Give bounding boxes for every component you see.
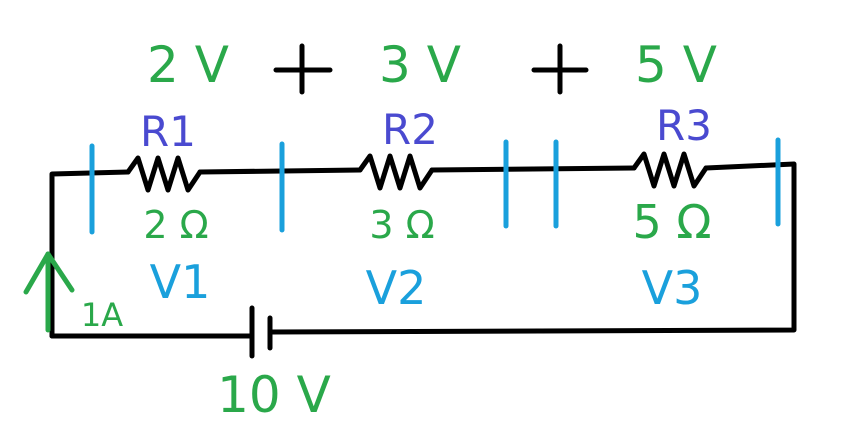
voltage-label-v2: V2 bbox=[366, 261, 427, 315]
equation-term-3: 5 V bbox=[635, 36, 717, 94]
resistor-r3-name: R3 bbox=[656, 101, 712, 150]
resistor-r1-value: 2 Ω bbox=[143, 203, 208, 247]
source-voltage-label: 10 V bbox=[217, 366, 331, 424]
current-arrow bbox=[23, 251, 75, 333]
resistor-r3-value: 5 Ω bbox=[632, 195, 711, 249]
wire-r2-r3 bbox=[429, 165, 637, 173]
resistor-r3-symbol bbox=[631, 151, 709, 189]
voltage-label-v1: V1 bbox=[150, 255, 211, 309]
resistor-r1-symbol bbox=[125, 155, 203, 193]
plus-sign-2-shape bbox=[531, 43, 589, 95]
resistor-r1-name: R1 bbox=[140, 107, 196, 156]
equation-term-1: 2 V bbox=[147, 36, 229, 94]
voltage-markers bbox=[89, 137, 781, 235]
current-label: 1A bbox=[81, 296, 123, 334]
resistor-r2-value: 3 Ω bbox=[369, 203, 434, 247]
plus-sign-1-shape bbox=[273, 43, 333, 95]
current-arrow-head bbox=[23, 251, 75, 295]
equation-term-2: 3 V bbox=[379, 36, 461, 94]
wire-right-bottom bbox=[267, 161, 797, 335]
resistor-r2-name: R2 bbox=[382, 105, 438, 154]
resistor-r2-symbol bbox=[357, 153, 435, 191]
wire-left bbox=[49, 169, 131, 339]
voltage-label-v3: V3 bbox=[642, 261, 703, 315]
wires bbox=[49, 43, 797, 359]
